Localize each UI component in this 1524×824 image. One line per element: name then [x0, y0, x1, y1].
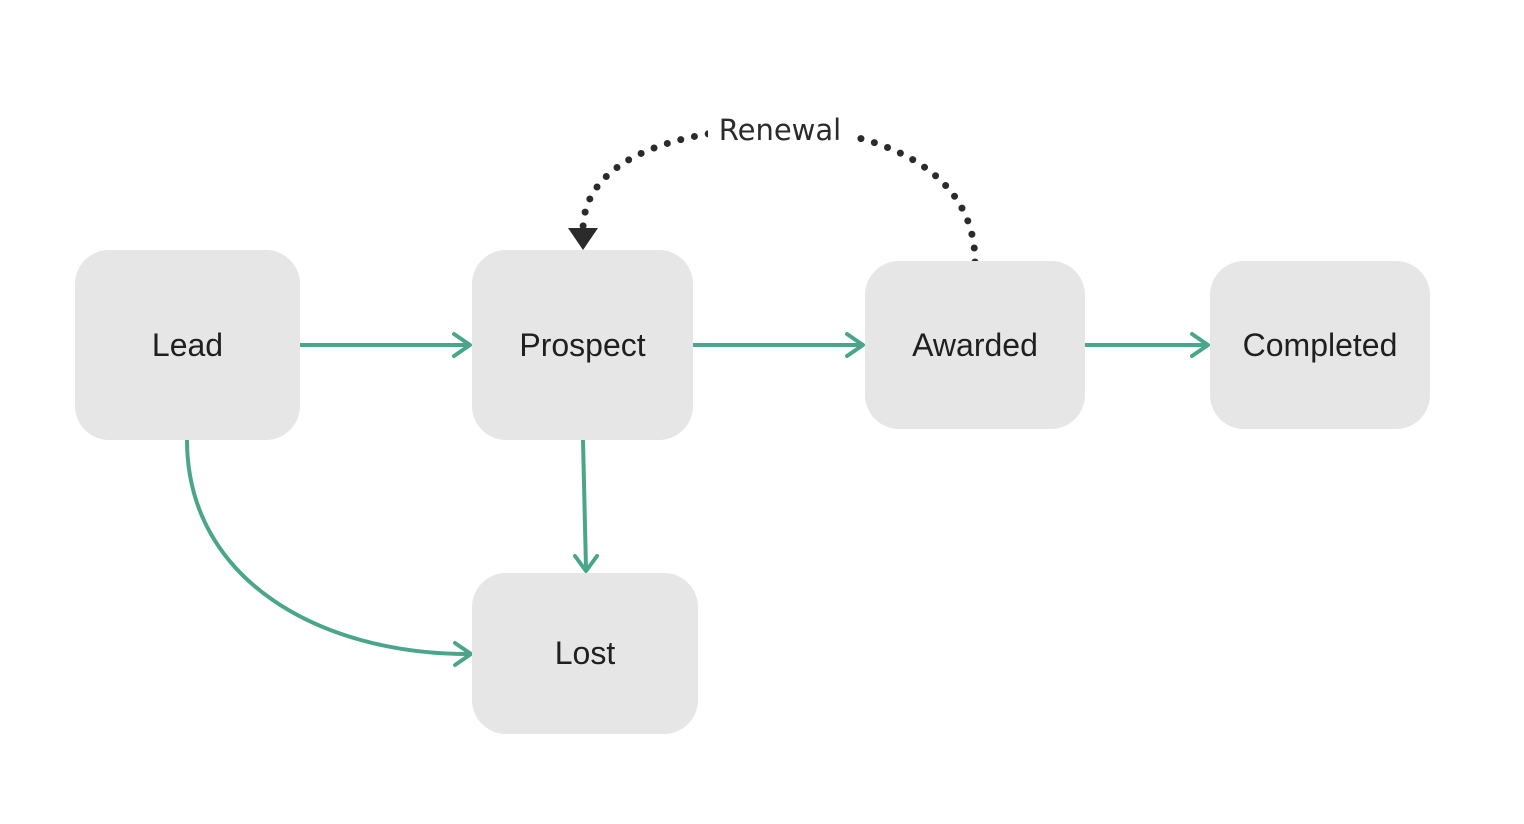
node-lead: Lead: [75, 250, 300, 440]
edge-prospect-awarded: [693, 332, 865, 358]
renewal-arrowhead: [568, 228, 598, 250]
edge-lead-lost: [185, 439, 473, 667]
node-awarded: Awarded: [865, 261, 1085, 429]
node-prospect: Prospect: [472, 250, 693, 440]
edge-awarded-completed: [1085, 332, 1210, 358]
edge-lead-prospect: [300, 332, 472, 358]
node-lost: Lost: [472, 573, 698, 734]
node-completed: Completed: [1210, 261, 1430, 429]
edge-label-renewal: Renewal: [708, 110, 852, 150]
edge-prospect-lost: [573, 439, 599, 573]
